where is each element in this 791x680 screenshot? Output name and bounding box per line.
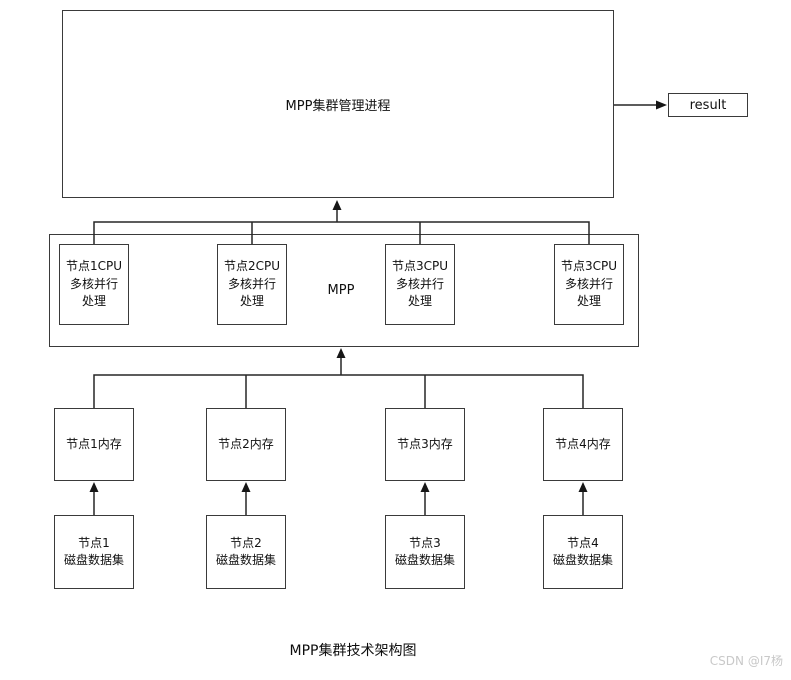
bus-memory-to-mpp — [93, 348, 584, 408]
cpu-node-2: 节点2CPU 多核并行 处理 — [217, 244, 287, 325]
arrow-manager-to-result — [614, 100, 667, 110]
cpu-node-3: 节点3CPU 多核并行 处理 — [385, 244, 455, 325]
diagram-caption: MPP集群技术架构图 — [289, 643, 417, 659]
memory-node-1: 节点1内存 — [54, 408, 134, 481]
disk-node-1: 节点1 磁盘数据集 — [54, 515, 134, 589]
arrow-disk1-to-memory1 — [89, 482, 99, 515]
disk-node-4: 节点4 磁盘数据集 — [543, 515, 623, 589]
disk-node-2: 节点2 磁盘数据集 — [206, 515, 286, 589]
cpu-node-4: 节点3CPU 多核并行 处理 — [554, 244, 624, 325]
memory-node-3: 节点3内存 — [385, 408, 465, 481]
memory-node-2: 节点2内存 — [206, 408, 286, 481]
arrow-disk3-to-memory3 — [420, 482, 430, 515]
result-box: result — [668, 93, 748, 117]
memory-node-4: 节点4内存 — [543, 408, 623, 481]
mpp-group-label: MPP — [327, 283, 355, 298]
disk-node-3: 节点3 磁盘数据集 — [385, 515, 465, 589]
cpu-node-1: 节点1CPU 多核并行 处理 — [59, 244, 129, 325]
arrow-disk4-to-memory4 — [578, 482, 588, 515]
arrow-disk2-to-memory2 — [241, 482, 251, 515]
csdn-watermark: CSDN @I7杨 — [709, 654, 783, 668]
manager-process-box: MPP集群管理进程 — [62, 10, 614, 198]
